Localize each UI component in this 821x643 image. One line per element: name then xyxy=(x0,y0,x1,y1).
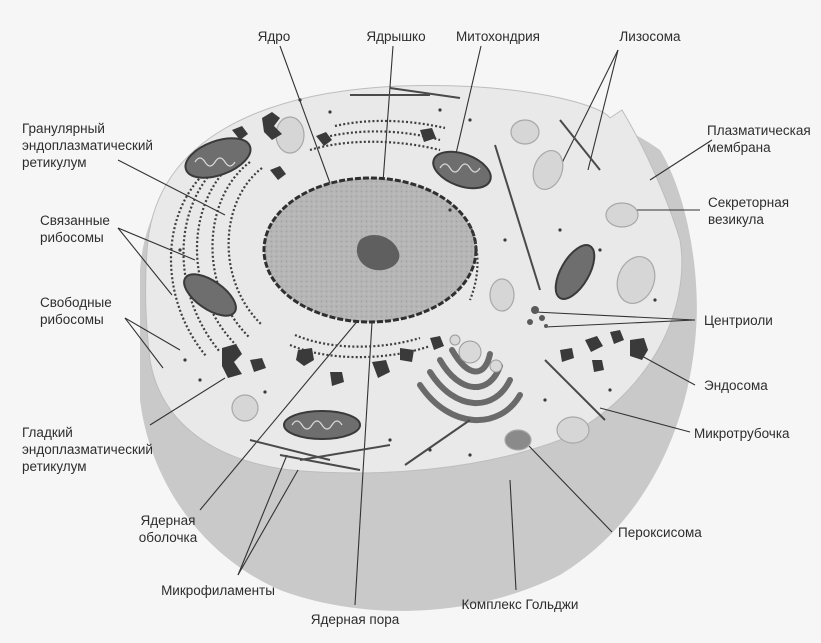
label-golgi: Комплекс Гольджи xyxy=(462,596,579,613)
label-mitochondria: Митохондрия xyxy=(456,28,540,45)
label-centrioles: Центриоли xyxy=(704,312,773,329)
label-microtubule: Микротрубочка xyxy=(694,425,790,442)
label-nucleolus: Ядрышко xyxy=(366,28,425,45)
label-endosome: Эндосома xyxy=(704,377,768,394)
label-microfilaments: Микрофиламенты xyxy=(161,582,275,599)
label-nucleus: Ядро xyxy=(258,28,291,45)
label-peroxisome: Пероксисома xyxy=(618,524,702,541)
label-lysosome: Лизосома xyxy=(619,28,680,45)
label-nuclear-pore: Ядерная пора xyxy=(311,611,400,628)
